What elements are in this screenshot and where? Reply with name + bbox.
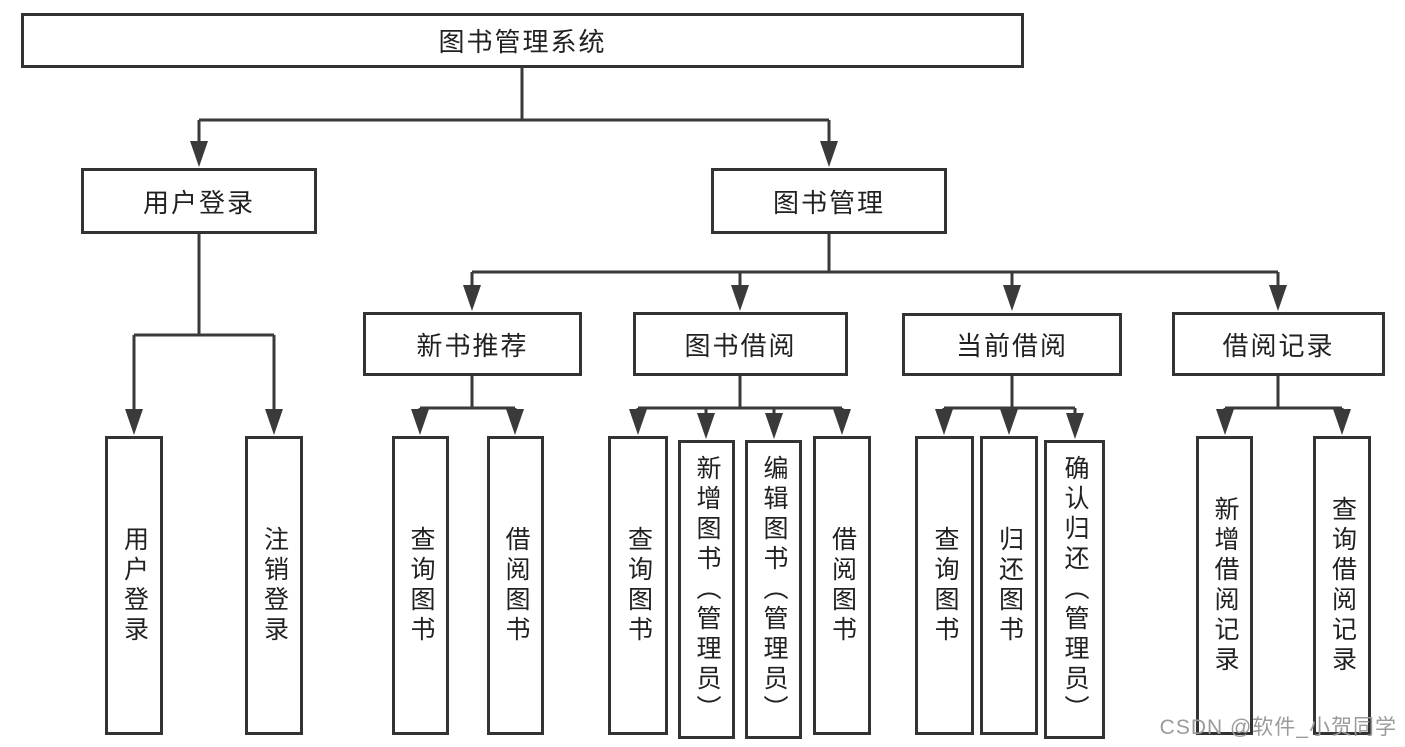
arrowhead-cb-query — [935, 409, 953, 435]
arrowhead-user-login — [190, 141, 208, 167]
node-user-login: 用户登录 — [81, 168, 317, 234]
node-label: 归还图书 — [995, 525, 1024, 646]
csdn-watermark: CSDN @软件_小贺同学 — [1159, 716, 1397, 739]
node-label: 新增图书（管理员） — [693, 454, 721, 725]
arrowhead-borrow-records — [1269, 285, 1287, 311]
node-label: 借阅记录 — [1222, 330, 1335, 361]
node-label: 借阅图书 — [828, 525, 857, 646]
arrowhead-cb-confirm — [1066, 413, 1084, 439]
arrowhead-br-query — [1333, 409, 1351, 435]
arrowhead-book-borrow — [731, 285, 749, 311]
leaf-bb-edit-book-admin: 编辑图书（管理员） — [745, 440, 802, 739]
node-label: 用户登录 — [142, 187, 255, 218]
node-label: 用户登录 — [120, 525, 149, 646]
leaf-bb-add-book-admin: 新增图书（管理员） — [678, 440, 735, 739]
leaf-bb-query-book: 查询图书 — [608, 436, 668, 735]
node-label: 当前借阅 — [955, 331, 1068, 361]
node-label: 图书管理 — [772, 187, 885, 218]
leaf-cb-confirm-return-admin: 确认归还（管理员） — [1044, 440, 1105, 739]
arrowhead-new-book — [463, 285, 481, 311]
node-label: 查询图书 — [931, 525, 959, 646]
arrowhead-book-management — [820, 141, 838, 167]
arrowhead-br-add — [1216, 409, 1234, 435]
arrowhead-nb-query — [411, 409, 429, 435]
node-book-borrowing: 图书借阅 — [633, 312, 848, 376]
leaf-nb-query-book: 查询图书 — [392, 436, 449, 735]
leaf-nb-borrow-book: 借阅图书 — [487, 436, 544, 735]
node-new-book-recommend: 新书推荐 — [363, 312, 582, 376]
leaf-user-login: 用户登录 — [105, 436, 163, 735]
leaf-bb-borrow-book: 借阅图书 — [813, 436, 871, 735]
arrowhead-current-borrow — [1003, 285, 1021, 311]
node-label: 新书推荐 — [416, 330, 529, 361]
node-current-borrowing: 当前借阅 — [902, 313, 1122, 376]
arrowhead-bb-add — [697, 413, 715, 439]
node-label: 查询图书 — [624, 525, 653, 646]
node-label: 查询借阅记录 — [1328, 495, 1357, 676]
node-label: 新增借阅记录 — [1211, 495, 1239, 676]
leaf-logout: 注销登录 — [245, 436, 303, 735]
arrowhead-cb-return — [1000, 409, 1018, 435]
leaf-br-add-record: 新增借阅记录 — [1196, 436, 1253, 735]
node-borrow-records: 借阅记录 — [1172, 312, 1385, 376]
node-book-management: 图书管理 — [711, 168, 947, 234]
arrowhead-leaf-login — [125, 409, 143, 435]
arrowhead-nb-borrow — [506, 409, 524, 435]
node-label: 查询图书 — [407, 525, 435, 646]
node-root-system: 图书管理系统 — [21, 13, 1024, 68]
node-label: 确认归还（管理员） — [1061, 454, 1089, 725]
leaf-br-query-record: 查询借阅记录 — [1313, 436, 1371, 735]
arrowhead-bb-borrow — [833, 409, 851, 435]
leaf-cb-return-book: 归还图书 — [980, 436, 1038, 735]
node-label: 编辑图书（管理员） — [760, 454, 788, 725]
node-label: 注销登录 — [260, 525, 289, 646]
arrowhead-bb-edit — [765, 413, 783, 439]
node-label: 借阅图书 — [502, 525, 530, 646]
node-label: 图书管理系统 — [438, 27, 607, 57]
node-label: 图书借阅 — [684, 330, 797, 361]
leaf-cb-query-book: 查询图书 — [915, 436, 974, 735]
arrowhead-leaf-logout — [265, 409, 283, 435]
arrowhead-bb-query — [629, 409, 647, 435]
